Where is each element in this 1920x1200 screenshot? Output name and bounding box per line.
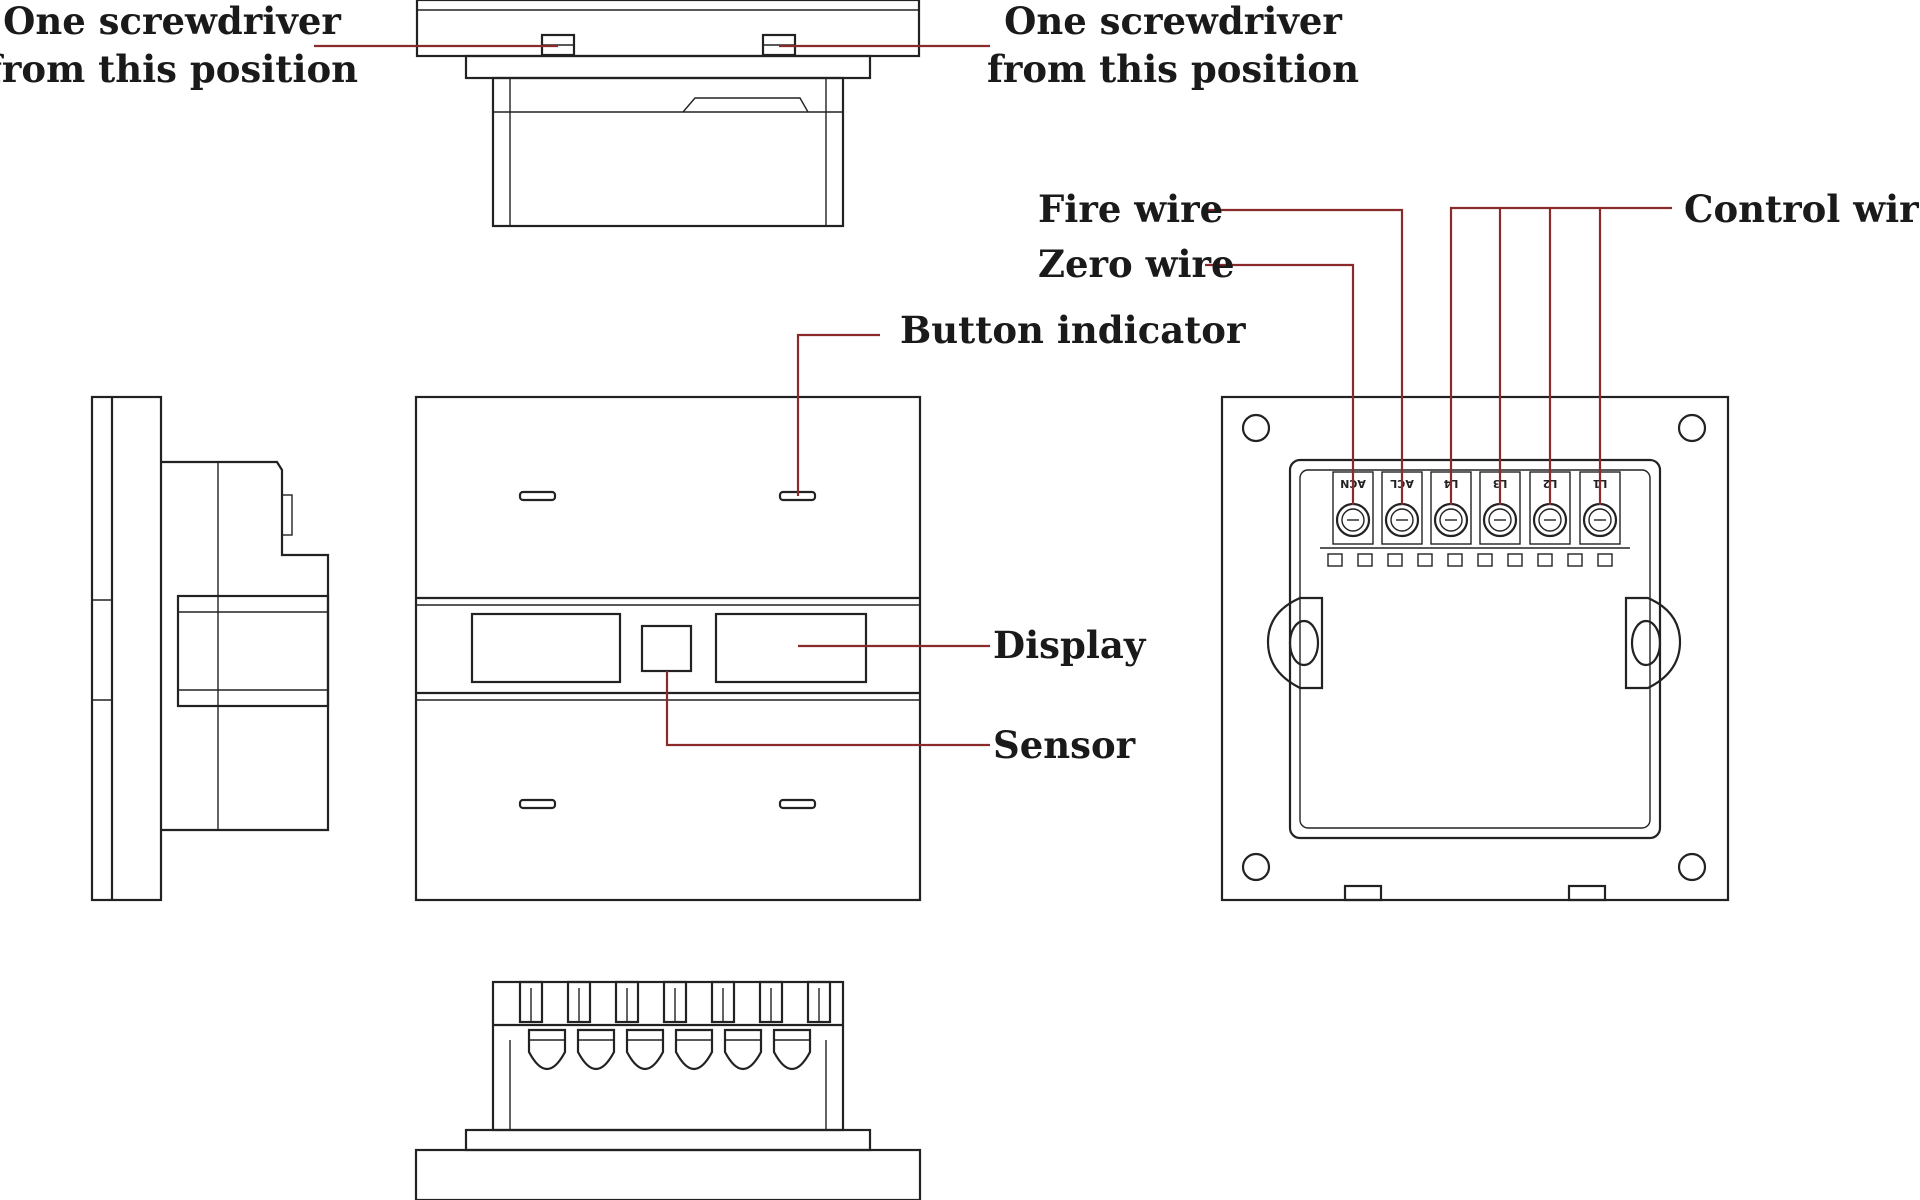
- screwdriver-left-line2: from this position: [0, 47, 358, 91]
- side-view: [90, 395, 330, 902]
- zero-wire-label: Zero wire: [1038, 242, 1235, 286]
- leader-lines: [314, 44, 1672, 747]
- screwdriver-left-line1: One screwdriver: [3, 0, 341, 43]
- mounting-hole: [1677, 852, 1707, 882]
- display-label: Display: [993, 623, 1147, 667]
- screwdriver-right-line2: from this position: [987, 47, 1359, 91]
- button-indicator-top-left: [518, 490, 557, 502]
- button-indicator-bottom-right: [778, 798, 817, 810]
- front-view: [414, 395, 922, 902]
- callouts: One screwdriver from this position One s…: [0, 0, 1920, 767]
- sensor-label: Sensor: [993, 723, 1136, 767]
- button-indicator-label: Button indicator: [900, 308, 1246, 352]
- mounting-hole: [1241, 413, 1271, 443]
- display-left: [470, 612, 622, 684]
- control-wire-label: Control wire: [1684, 187, 1920, 231]
- fire-wire-label: Fire wire: [1038, 187, 1223, 231]
- bottom-view: [414, 980, 922, 1200]
- screwdriver-right-line1: One screwdriver: [1004, 0, 1342, 43]
- mounting-hole: [1677, 413, 1707, 443]
- button-indicator-bottom-left: [518, 798, 557, 810]
- top-view: [415, 0, 921, 228]
- mounting-hole: [1241, 852, 1271, 882]
- display-right: [714, 612, 868, 684]
- sensor: [640, 624, 693, 673]
